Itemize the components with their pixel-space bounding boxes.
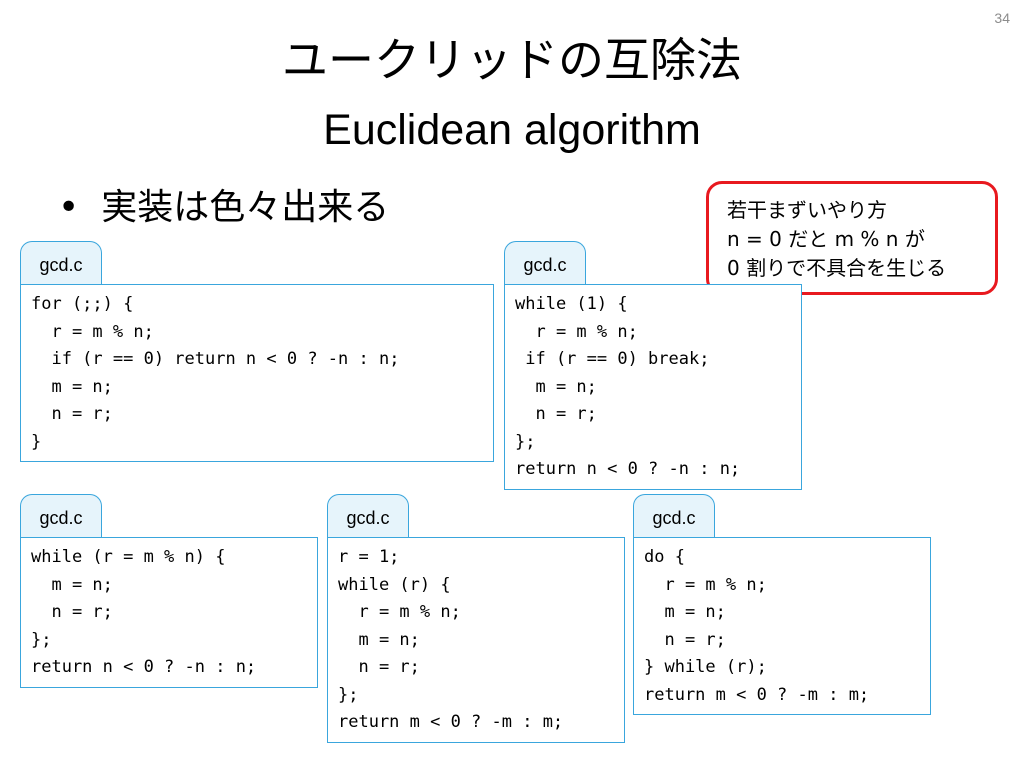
- code-line: m = n;: [338, 629, 420, 650]
- code-line: r = 1;: [338, 547, 400, 567]
- code-file-tab: gcd.c: [20, 494, 102, 538]
- bullet-item: • 実装は色々出来る: [58, 180, 389, 236]
- code-line: return n < 0 ? -n : n;: [515, 459, 741, 479]
- code-line: } while (r);: [644, 657, 767, 677]
- note-line: n = 0 だと m % n が: [727, 227, 925, 251]
- code-line: while (r = m % n) {: [31, 547, 226, 567]
- code-line: };: [31, 629, 52, 650]
- code-file-tab: gcd.c: [633, 494, 715, 538]
- code-line: m = n;: [31, 574, 113, 595]
- code-line: m = n;: [31, 376, 113, 397]
- code-line: n = r;: [338, 657, 420, 677]
- code-line: n = r;: [31, 404, 113, 424]
- bullet-text: 実装は色々出来る: [101, 187, 390, 228]
- code-line: };: [338, 684, 359, 705]
- code-line: }: [31, 431, 42, 452]
- code-file-tab: gcd.c: [327, 494, 409, 538]
- code-line: while (1) {: [515, 294, 628, 314]
- code-line: r = m % n;: [338, 602, 461, 622]
- code-line: return m < 0 ? -m : m;: [338, 712, 564, 732]
- code-line: return m < 0 ? -m : m;: [644, 684, 870, 705]
- code-line: r = m % n;: [31, 321, 154, 342]
- page-number: 34: [994, 10, 1010, 26]
- code-line: return n < 0 ? -n : n;: [31, 657, 257, 677]
- slide-title-english: Euclidean algorithm: [323, 106, 701, 154]
- code-block-1: for (;;) { r = m % n; if (r == 0) return…: [20, 284, 494, 462]
- note-line: 若干まずいやり方: [727, 198, 887, 222]
- code-line: r = m % n;: [515, 321, 638, 342]
- code-line: do {: [644, 547, 685, 567]
- code-line: while (r) {: [338, 574, 451, 595]
- code-line: m = n;: [644, 602, 726, 622]
- code-block-5: do { r = m % n; m = n; n = r; } while (r…: [633, 537, 931, 715]
- code-block-2: while (1) { r = m % n; if (r == 0) break…: [504, 284, 802, 490]
- code-file-tab: gcd.c: [504, 241, 586, 285]
- code-line: n = r;: [31, 602, 113, 622]
- code-line: r = m % n;: [644, 574, 767, 595]
- code-line: for (;;) {: [31, 294, 134, 314]
- code-line: };: [515, 431, 536, 452]
- code-block-3: while (r = m % n) { m = n; n = r; }; ret…: [20, 537, 318, 688]
- code-line: n = r;: [515, 404, 597, 424]
- note-line: 0 割りで不具合を生じる: [727, 256, 947, 280]
- warning-note-callout: 若干まずいやり方 n = 0 だと m % n が 0 割りで不具合を生じる: [706, 181, 998, 295]
- code-block-4: r = 1; while (r) { r = m % n; m = n; n =…: [327, 537, 625, 743]
- slide-title-japanese: ユークリッドの互除法: [282, 33, 742, 87]
- code-line: if (r == 0) break;: [515, 349, 710, 369]
- bullet-marker: •: [58, 187, 80, 228]
- code-file-tab: gcd.c: [20, 241, 102, 285]
- code-line: if (r == 0) return n < 0 ? -n : n;: [31, 349, 400, 369]
- code-line: m = n;: [515, 376, 597, 397]
- code-line: n = r;: [644, 629, 726, 650]
